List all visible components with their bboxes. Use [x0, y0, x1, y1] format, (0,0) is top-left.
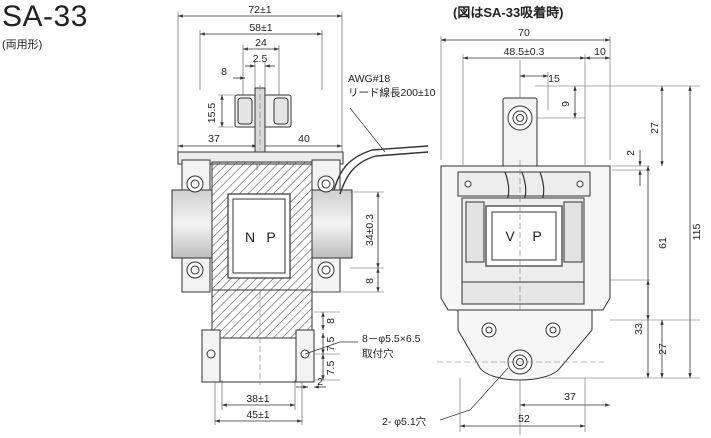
dim-height-15-5: 15.5 [206, 103, 218, 124]
dim-gap-2: 2 [317, 376, 323, 388]
dim-height-8a: 8 [364, 278, 376, 284]
label-n: N [245, 229, 255, 245]
dim-side-70: 70 [518, 27, 530, 39]
dim-right-40: 40 [298, 133, 310, 145]
dim-side-9: 9 [560, 101, 572, 107]
dim-mount-8: 8 [325, 318, 337, 324]
front-lead-wire [333, 107, 429, 195]
dim-side-10: 10 [594, 46, 606, 58]
label-v: V [505, 228, 515, 244]
dim-side-61: 61 [657, 237, 669, 249]
side-armature-plate [437, 309, 604, 421]
dim-side-27b: 27 [657, 343, 669, 355]
side-top-dims [441, 38, 692, 428]
side-view [437, 36, 700, 435]
mounting-hole-label: 8－φ5.5×6.5 [362, 333, 421, 345]
dim-fourth: 2.5 [253, 53, 268, 65]
dim-bottom-38: 38±1 [246, 393, 269, 405]
model-variant: (両用形) [2, 39, 43, 51]
dim-side-27a: 27 [649, 122, 661, 134]
dim-side-48-5: 48.5±0.3 [504, 46, 545, 58]
dim-side-37: 37 [564, 391, 576, 403]
label-p-front: P [266, 229, 275, 245]
front-right-dims [215, 191, 384, 423]
dim-third: 24 [255, 37, 267, 49]
dim-side-15: 15 [548, 73, 560, 85]
front-terminal-block [218, 85, 292, 159]
dim-side-2: 2 [625, 150, 637, 156]
side-hole-label: 2- φ5.1穴 [382, 415, 427, 428]
dim-side-115: 115 [691, 223, 703, 240]
wire-label-awg: AWG#18 [348, 73, 390, 85]
front-top-dims [178, 14, 342, 148]
figure-caption: (図はSA-33吸着時) [453, 5, 564, 20]
label-p-side: P [532, 228, 541, 244]
mounting-hole-label-2: 取付穴 [362, 347, 394, 360]
side-top-eyelet [502, 97, 538, 169]
dim-side-52: 52 [518, 413, 530, 425]
side-body [440, 160, 611, 330]
dim-top-overall: 72±1 [248, 4, 271, 16]
dim-mount-7-5a: 7.5 [325, 337, 337, 352]
front-view [171, 12, 429, 425]
wire-label-length: リード線長200±10 [348, 86, 436, 99]
dim-gap-8: 8 [221, 66, 227, 78]
dim-left-37: 37 [208, 133, 220, 145]
model-title: SA-33 [2, 0, 88, 33]
dim-second: 58±1 [249, 22, 272, 34]
dim-side-33: 33 [633, 323, 645, 335]
dim-height-34: 34±0.3 [364, 214, 376, 246]
dim-bottom-45: 45±1 [246, 409, 269, 421]
dim-mount-7-5b: 7.5 [325, 361, 337, 376]
front-yoke [171, 151, 353, 385]
